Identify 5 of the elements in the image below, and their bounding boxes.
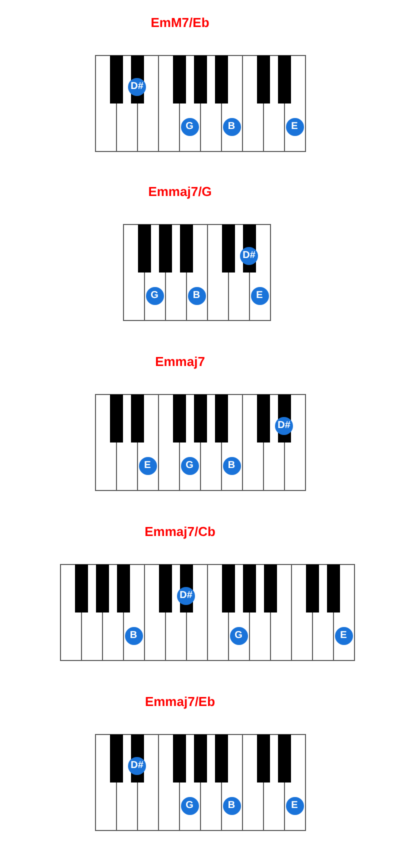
chord-name: Emmaj7/Eb <box>144 694 216 709</box>
chord-name: Emmaj7/G <box>148 184 212 199</box>
chord-name: EmM7/Eb <box>150 15 210 30</box>
chord-name: Emmaj7/Cb <box>144 524 216 539</box>
chord-name: Emmaj7 <box>155 354 205 369</box>
